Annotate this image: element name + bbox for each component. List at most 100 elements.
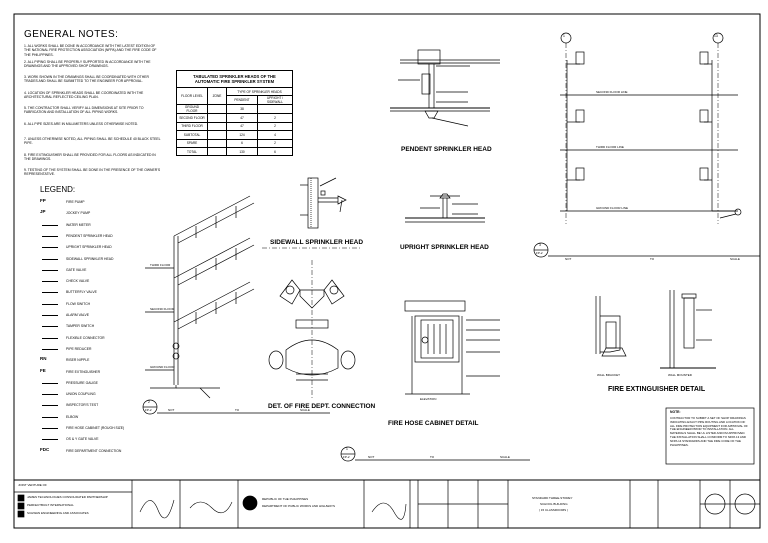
- legend-label: PRESSURE GAUGE: [66, 380, 98, 385]
- pendent-detail-title: PENDENT SPRINKLER HEAD: [401, 146, 492, 153]
- legend-label: FIRE PUMP: [66, 200, 85, 204]
- callout-3-sheet: FP-2: [536, 251, 543, 255]
- general-note-item: 9. TESTING OF THE SYSTEM SHALL BE DONE I…: [24, 168, 161, 177]
- table-cell-upright: 4: [257, 130, 293, 140]
- table-cell-pendent: 124: [226, 130, 258, 140]
- general-note-item: 2. ALL PIPING SHALL BE PROPERLY SUPPORTE…: [24, 59, 151, 68]
- callout-2-scale: SCALE: [300, 408, 310, 412]
- legend-line-icon: [42, 269, 58, 271]
- legend-line-icon: [42, 382, 58, 384]
- note-box-body: CONTRACTOR TO SUBMIT A SET OF SHOP DRAWI…: [670, 416, 748, 447]
- table-cell-pendent: 6: [226, 138, 258, 148]
- legend-label: UNION COUPLING: [66, 392, 96, 397]
- table-cell-floor: SUBTOTAL: [176, 130, 208, 140]
- general-note-item: 1. ALL WORKS SHALL BE DONE IN ACCORDANCE…: [24, 44, 157, 57]
- grid-bubble-right: 13: [714, 34, 718, 38]
- legend-line-icon: [42, 303, 58, 305]
- fe-detail-title: FIRE EXTINGUISHER DETAIL: [608, 386, 706, 393]
- wall-bracket-label: WALL BRACKET: [597, 373, 620, 377]
- legend-label: FLEXIBLE CONNECTOR: [66, 335, 105, 340]
- table-cell-zone: [207, 146, 227, 157]
- table-title-line1: TABULATED SPRINKLER HEADS OF THE: [193, 74, 276, 79]
- legend-line-icon: [42, 247, 58, 249]
- note-box-title: NOTE:: [670, 410, 681, 414]
- legend-line-icon: [42, 439, 58, 441]
- legend-label: PIPE REDUCER: [66, 346, 92, 351]
- wall-mounted-label: WALL MOUNTED: [668, 373, 692, 377]
- legend-label: TAMPER SWITCH: [66, 324, 95, 329]
- legend-label: FLOW SWITCH: [66, 301, 91, 306]
- table-cell-upright: 2: [257, 138, 293, 148]
- table-cell-pendent: 130: [226, 146, 258, 157]
- note-box-frame: [665, 407, 755, 465]
- callout-3-scale: SCALE: [730, 257, 740, 261]
- callout-1-linework: [340, 446, 530, 462]
- legend-label: ELBOW: [66, 414, 79, 419]
- callout-1-not: NOT: [368, 455, 375, 459]
- legend-line-icon: [42, 281, 58, 283]
- legend-line-icon: [42, 292, 58, 294]
- iso-third-floor-label: THIRD FLOOR: [150, 263, 171, 267]
- table-cell-upright: [257, 104, 293, 115]
- fdc-detail: [262, 247, 362, 400]
- callout-3-to: TO: [650, 257, 655, 261]
- table-title-line2: AUTOMATIC FIRE SPRINKLER SYSTEM: [194, 79, 275, 84]
- table-cell-floor: GROUND FLOOR: [176, 104, 208, 115]
- general-note-item: 4. LOCATION OF SPRINKLER HEADS SHALL BE …: [24, 90, 144, 99]
- fe-detail: [595, 290, 716, 369]
- legend-symbol: FP: [40, 198, 46, 203]
- legend-label: BUTTERFLY VALVE: [66, 290, 97, 295]
- legend-label: WATER METER: [66, 222, 91, 227]
- table-header-type: TYPE OF SPRINKLER HEADS: [226, 86, 293, 97]
- legend-symbol: FE: [40, 367, 46, 373]
- callout-2-linework: [142, 399, 330, 415]
- table-cell-floor: TOTAL: [176, 146, 208, 157]
- legend-label: RISER NIPPLE: [66, 358, 90, 363]
- table-cell-upright: 2: [257, 113, 293, 123]
- legend-label: PENDENT SPRINKLER HEAD: [66, 233, 113, 238]
- sprinkler-heads-table: TABULATED SPRINKLER HEADS OF THE AUTOMAT…: [176, 70, 293, 157]
- legend-line-icon: [42, 405, 58, 407]
- legend-label: FIRE EXTINGUISHER: [66, 369, 101, 374]
- agency-line-1: REPUBLIC OF THE PHILIPPINES: [262, 497, 309, 501]
- fdc-detail-title: DET. OF FIRE DEPT. CONNECTION: [268, 403, 376, 410]
- callout-1-to: TO: [430, 455, 435, 459]
- general-note-item: 3. WORK SHOWN IN THE DRAWINGS SHALL BE C…: [24, 75, 149, 84]
- callout-3-linework: [533, 242, 760, 258]
- callout-2-not: NOT: [168, 408, 175, 412]
- legend-label: CHECK VALVE: [66, 279, 90, 284]
- legend-label: OS & Y GATE VALVE: [66, 437, 99, 442]
- general-note-item: 7. UNLESS OTHERWISE NOTED, ALL PIPING SH…: [24, 137, 161, 146]
- legend-label: ALARM VALVE: [66, 313, 90, 317]
- legend-line-icon: [42, 326, 58, 328]
- table-cell-zone: [207, 113, 227, 123]
- legend-line-icon: [42, 428, 58, 429]
- grid-bubble-left: 1: [563, 34, 565, 38]
- isometric-riser: [145, 195, 255, 399]
- legend-label: SIDEWALL SPRINKLER HEAD: [66, 256, 114, 261]
- table-header-zone: ZONE: [207, 86, 227, 106]
- general-note-item: 5. THE CONTRACTOR SHALL VERIFY ALL DIMEN…: [24, 106, 144, 115]
- project-title-1: STANDARD THREE-STOREY: [532, 496, 573, 500]
- callout-2-number: 2: [148, 400, 150, 404]
- general-note-item: 8. FIRE EXTINGUISHER SHALL BE PROVIDED F…: [24, 152, 156, 161]
- fhc-detail: [404, 300, 500, 395]
- general-note-item: 6. ALL PIPE SIZES ARE IN MILLIMETERS UNL…: [24, 121, 139, 126]
- legend-label: FIRE DEPARTMENT CONNECTION: [66, 448, 122, 453]
- table-cell-zone: [207, 138, 227, 148]
- legend-symbol: JP: [40, 209, 46, 215]
- general-notes-title: GENERAL NOTES:: [24, 29, 119, 40]
- legend-line-icon: [42, 416, 58, 418]
- callout-3-number: 3: [539, 243, 541, 247]
- pendent-sprinkler-detail: [390, 49, 500, 127]
- project-title-2: SCHOOL BUILDING: [540, 502, 568, 506]
- legend-line-icon: [42, 348, 58, 350]
- table-cell-floor: THIRD FLOOR: [176, 121, 208, 132]
- riser-second-floor-label: SECOND FLOOR LINE: [596, 90, 628, 94]
